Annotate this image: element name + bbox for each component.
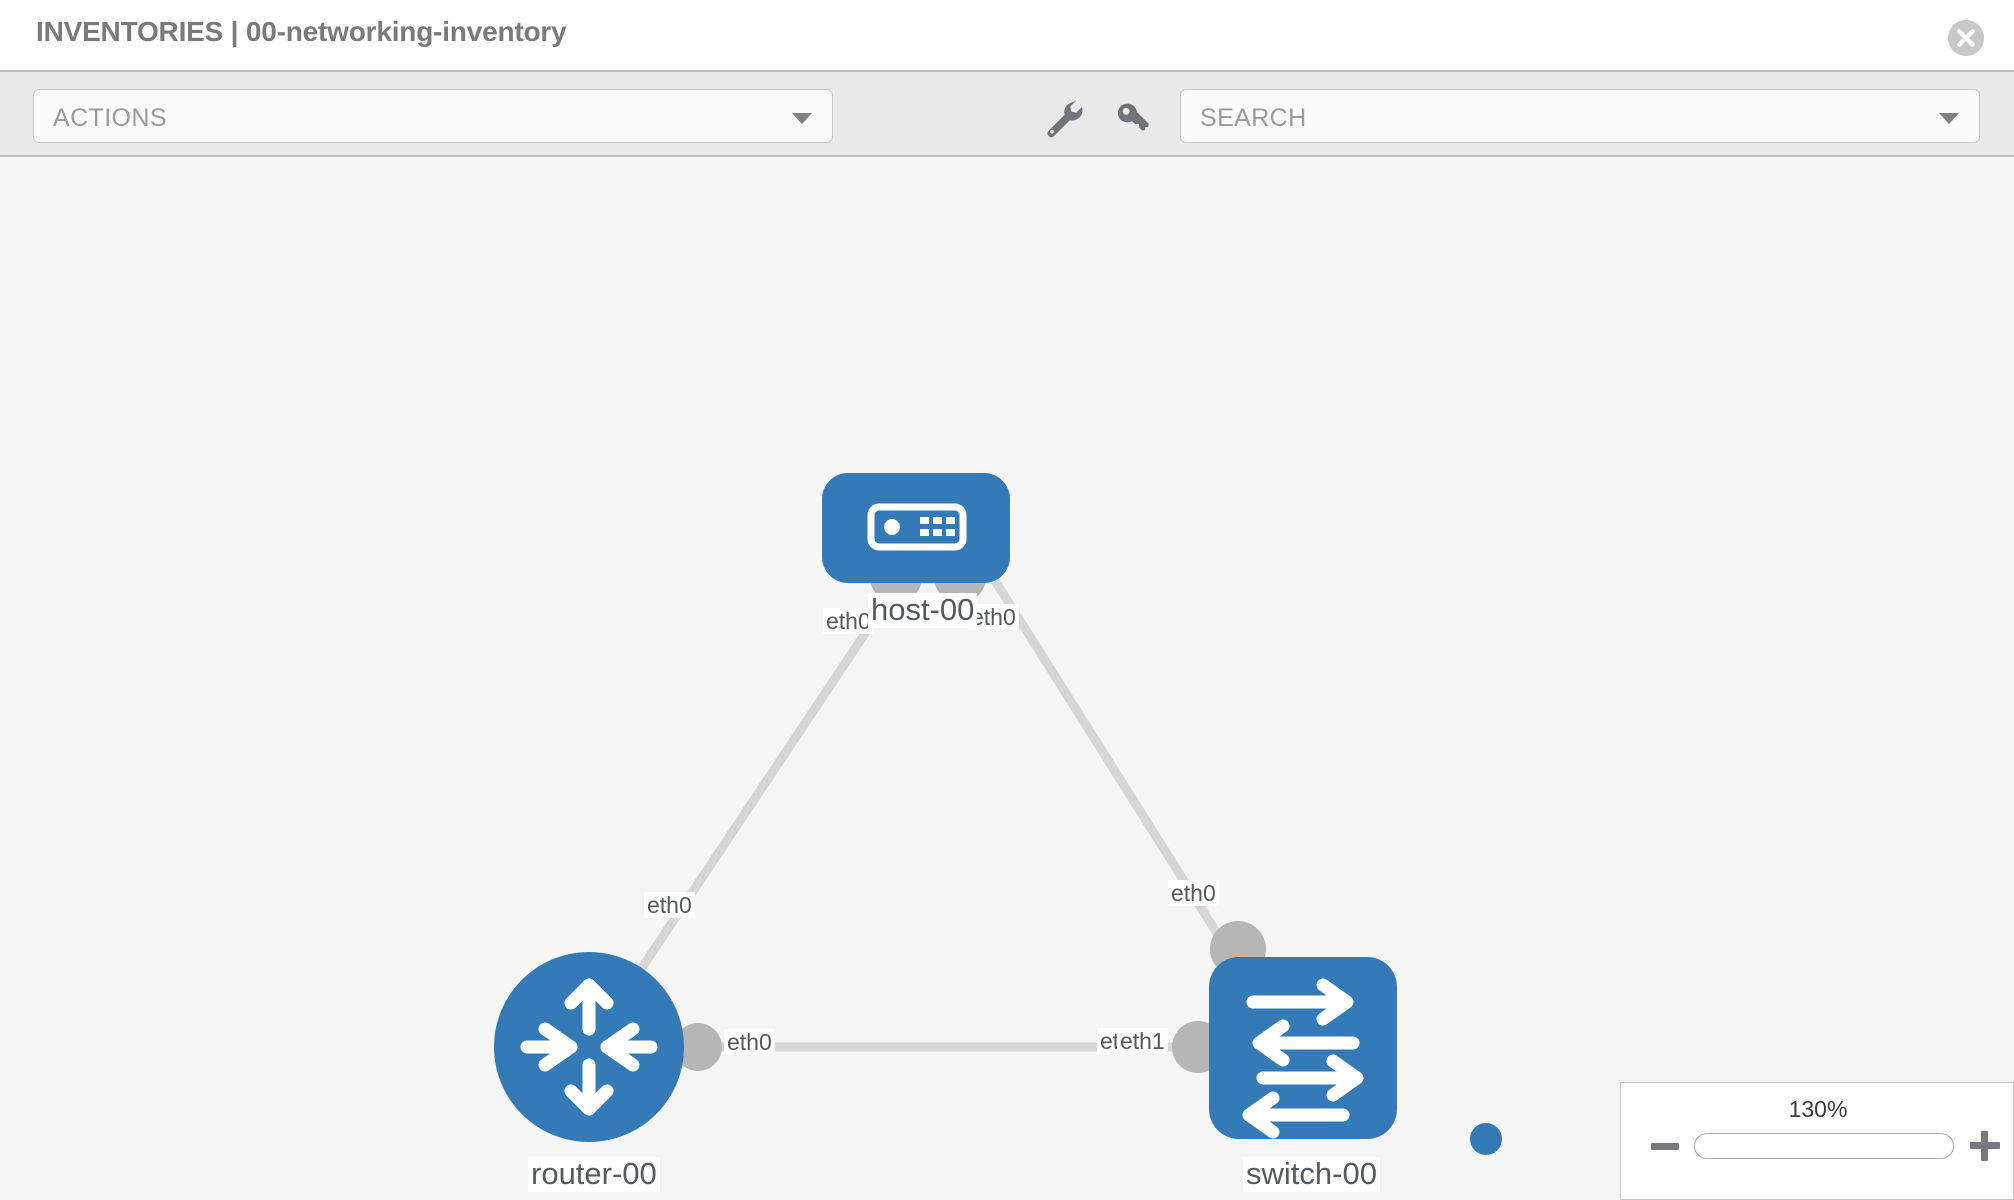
- iface-label-switch-eth0-up: eth0: [1168, 880, 1219, 907]
- key-icon[interactable]: [1112, 96, 1156, 140]
- search-input[interactable]: SEARCH: [1180, 89, 1980, 143]
- page-title: INVENTORIES | 00-networking-inventory: [36, 16, 567, 47]
- topology-canvas[interactable]: eth0 eth0 eth0 eth0 eth0 eth0 eth1 host-…: [0, 157, 2014, 1200]
- iface-label-router-eth0: eth0: [724, 1029, 775, 1056]
- iface-label-router-eth0-up: eth0: [644, 892, 695, 919]
- iface-label-host-eth0-left: eth0: [823, 608, 874, 635]
- node-label-host-00: host-00: [868, 593, 978, 628]
- close-icon[interactable]: [1948, 20, 1984, 56]
- zoom-control-panel: 130%: [1620, 1082, 2014, 1200]
- page-header: INVENTORIES | 00-networking-inventory: [0, 0, 2014, 70]
- node-label-router-00: router-00: [528, 1157, 660, 1192]
- iface-label-switch-eth1: eth1: [1117, 1028, 1168, 1055]
- node-switch-00[interactable]: [1209, 957, 1397, 1139]
- edge-host-router[interactable]: [585, 554, 920, 1050]
- topology-edges: [585, 554, 1236, 1052]
- toolbar: ACTIONS SEARCH: [0, 70, 2014, 157]
- node-host-00[interactable]: [822, 473, 1010, 583]
- zoom-slider-thumb[interactable]: [1470, 1123, 1502, 1155]
- actions-dropdown-label: ACTIONS: [53, 104, 167, 132]
- zoom-percent-label: 130%: [1788, 1096, 1848, 1122]
- chevron-down-icon: [792, 113, 812, 124]
- zoom-in-button[interactable]: [1970, 1131, 2000, 1161]
- wrench-icon[interactable]: [1042, 96, 1086, 140]
- chevron-down-icon[interactable]: [1939, 113, 1959, 124]
- zoom-slider-track[interactable]: [1694, 1133, 1954, 1159]
- search-placeholder: SEARCH: [1200, 104, 1307, 132]
- node-router-00[interactable]: [494, 952, 684, 1142]
- topology-graph: [494, 473, 1397, 1142]
- port-router-eth0[interactable]: [674, 1023, 722, 1071]
- node-label-switch-00: switch-00: [1243, 1157, 1380, 1192]
- actions-dropdown[interactable]: ACTIONS: [33, 89, 833, 143]
- zoom-out-button[interactable]: [1651, 1143, 1679, 1150]
